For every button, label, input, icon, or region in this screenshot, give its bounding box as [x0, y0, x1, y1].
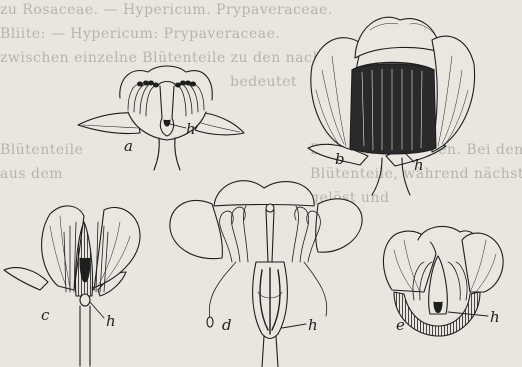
flower-b — [308, 17, 475, 195]
flower-a — [78, 66, 244, 170]
part-label-h-d: h — [308, 318, 318, 333]
figure-label-e: e — [396, 318, 405, 333]
part-label-h-a: h — [186, 122, 196, 137]
part-label-h-b: h — [414, 158, 424, 173]
flower-c — [4, 206, 140, 366]
figure-label-c: c — [41, 308, 49, 323]
figure-label-d: d — [222, 318, 232, 333]
figure-label-a: a — [124, 139, 133, 154]
part-label-h-c: h — [106, 314, 116, 329]
flower-d — [170, 181, 362, 367]
figure-label-b: b — [335, 152, 345, 167]
part-label-h-e: h — [490, 310, 500, 325]
